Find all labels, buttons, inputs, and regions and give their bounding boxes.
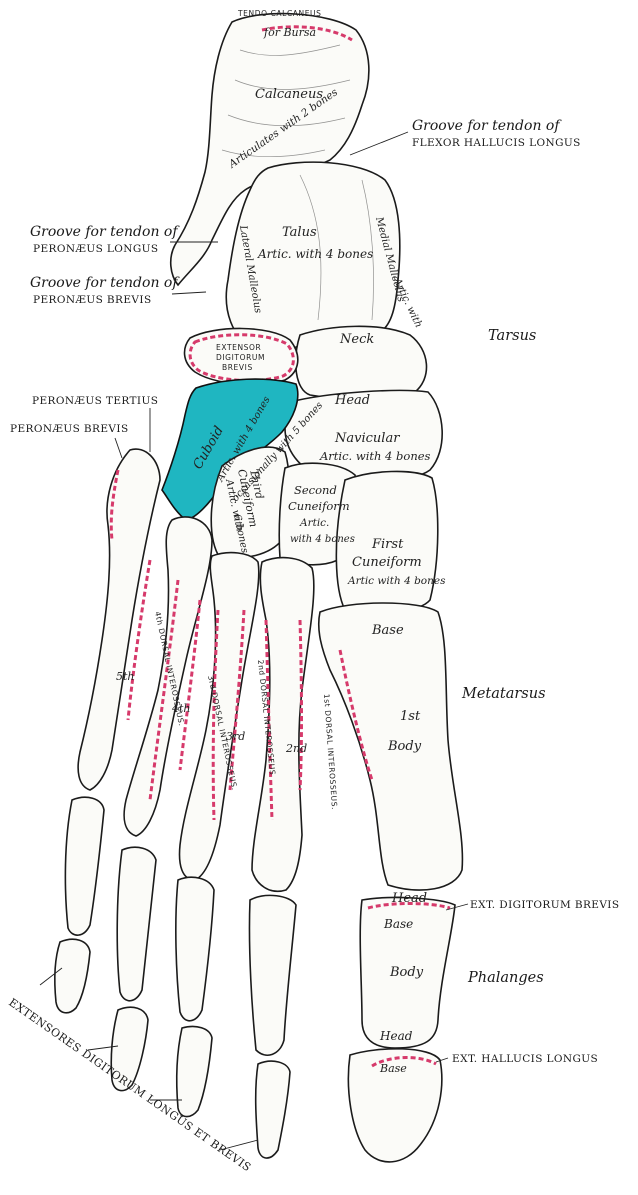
dorsal-interosseus-1-line-a xyxy=(264,619,274,821)
label-groove-pb-2: PERONÆUS BREVIS xyxy=(33,294,152,306)
label-second-cuneiform-4: with 4 bones xyxy=(290,534,355,545)
first-cuneiform-bone xyxy=(335,470,439,614)
toe-3-proximal xyxy=(175,876,215,1022)
label-ext-dig-brevis: EXT. DIGITORUM BREVIS xyxy=(470,899,619,911)
distal-phalanx-1 xyxy=(347,1048,443,1163)
leader-extensores-2 xyxy=(87,1045,119,1051)
ext-dig-brevis-att xyxy=(367,902,451,910)
label-groove-fhl-2: FLEXOR HALLUCIS LONGUS xyxy=(412,137,581,149)
leader-peronaeus-brevis xyxy=(114,437,123,459)
label-navicular-artic: Artic. with 4 bones xyxy=(319,449,431,463)
leader-ext-dig-brevis xyxy=(445,903,469,911)
talus-shading xyxy=(299,174,374,321)
label-head-mt1: Head xyxy=(391,891,427,906)
label-groove-pl-1: Groove for tendon of xyxy=(30,224,180,240)
label-calcaneus: Calcaneus xyxy=(255,87,323,102)
ext-hallucis-att xyxy=(371,1056,437,1068)
label-groove-pb-1: Groove for tendon of xyxy=(30,275,180,291)
label-base-dist: Base xyxy=(379,1062,407,1075)
label-second-cuneiform-3: Artic. xyxy=(299,517,329,529)
label-mt4: 4th xyxy=(171,702,191,715)
label-mt2: 2nd xyxy=(285,742,307,755)
metatarsal-1 xyxy=(317,602,464,891)
label-second-cuneiform-1: Second xyxy=(294,483,337,497)
label-first-cuneiform-1: First xyxy=(371,537,404,552)
label-third-cuneiform-1: Third xyxy=(247,468,266,500)
dorsal-interosseus-4-line xyxy=(126,559,152,721)
label-talus: Talus xyxy=(282,225,317,240)
dorsal-interosseus-1-line-b xyxy=(298,619,303,791)
label-body-mt1: Body xyxy=(387,739,422,754)
label-for-bursa: for Bursa xyxy=(263,26,316,39)
toe-4-middle xyxy=(110,1006,149,1092)
label-first-cuneiform-3: Artic with 4 bones xyxy=(347,575,446,587)
dorsal-interosseus-2-line-b xyxy=(228,609,246,791)
label-navicular: Navicular xyxy=(334,431,400,446)
bursa-attachment xyxy=(261,25,353,42)
label-mt5: 5th xyxy=(116,670,135,683)
metatarsal-5 xyxy=(77,448,161,791)
label-head-ph1: Head xyxy=(379,1029,413,1043)
toe-5-middle xyxy=(54,938,91,1014)
label-neck: Neck xyxy=(339,332,374,347)
label-body-mt1-num: 1st xyxy=(400,709,421,724)
label-body-ph1: Body xyxy=(389,965,424,980)
dorsal-interosseus-3-line-b xyxy=(178,599,202,771)
toe-3-middle xyxy=(176,1025,213,1118)
label-extensor-1: EXTENSOR xyxy=(216,343,261,352)
extensor-origin-attachment xyxy=(188,333,295,383)
leader-extensores-1 xyxy=(39,967,63,986)
proximal-phalanx-1 xyxy=(359,896,456,1049)
label-tendo-calcaneus: TENDO CALCANEUS xyxy=(237,9,322,18)
toe-4-proximal xyxy=(116,846,157,1002)
metatarsal-2 xyxy=(251,556,315,892)
label-di1: 1st DORSAL INTEROSSEUS. xyxy=(322,694,339,811)
label-first-cuneiform-2: Cuneiform xyxy=(352,555,422,570)
dorsal-interosseus-2-line-a xyxy=(211,609,220,821)
label-extensor-3: BREVIS xyxy=(222,363,253,372)
label-ext-hallucis-longus: EXT. HALLUCIS LONGUS xyxy=(452,1053,598,1065)
label-base-mt1: Base xyxy=(371,623,404,638)
toe-2-proximal xyxy=(248,894,297,1056)
label-peronaeus-tertius: PERONÆUS TERTIUS xyxy=(32,395,158,407)
label-groove-fhl-1: Groove for tendon of xyxy=(412,118,562,134)
extensor-origin-bone xyxy=(183,327,299,386)
toe-5-proximal xyxy=(64,796,105,936)
label-base-ph1: Base xyxy=(383,917,413,931)
dorsal-interosseus-3-line-a xyxy=(148,579,180,801)
leader-groove-pb xyxy=(171,291,207,295)
leader-ext-hallucis xyxy=(435,1057,449,1063)
label-head-talus: Head xyxy=(334,393,370,408)
calcaneus-shading xyxy=(221,44,351,158)
leader-groove-fhl xyxy=(349,131,409,156)
peronaeus-brevis-attachment xyxy=(109,469,120,541)
label-talus-artic: Artic. with 4 bones xyxy=(257,247,373,261)
label-peronaeus-brevis: PERONÆUS BREVIS xyxy=(10,423,129,435)
label-phalanges: Phalanges xyxy=(467,970,544,986)
label-extensor-2: DIGITORUM xyxy=(216,353,265,362)
toe-2-middle xyxy=(254,1060,291,1159)
label-mt3: 3rd xyxy=(226,730,245,743)
calcaneus-bone xyxy=(169,12,370,287)
metatarsal-4 xyxy=(123,516,213,837)
label-second-cuneiform-2: Cuneiform xyxy=(288,499,350,513)
cuboid-bone xyxy=(161,378,299,521)
label-metatarsus: Metatarsus xyxy=(461,686,546,702)
leader-extensores-4 xyxy=(219,1139,259,1151)
label-groove-pl-2: PERONÆUS LONGUS xyxy=(33,243,159,255)
mt1-attachment-line xyxy=(338,649,374,781)
label-tarsus: Tarsus xyxy=(488,328,536,344)
